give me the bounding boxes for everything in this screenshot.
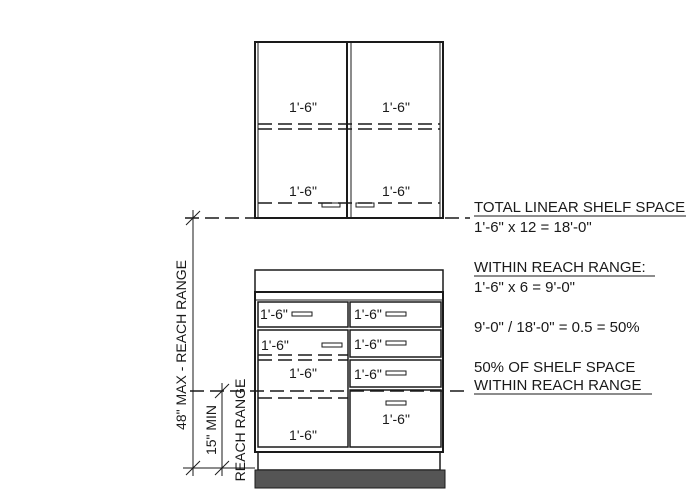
right-door-handle [355, 202, 375, 208]
right-drawer-1-label: 1'-6" [354, 306, 382, 322]
min-reach-tick-bottom [214, 460, 230, 476]
total-shelf-title: TOTAL LINEAR SHELF SPACE [474, 199, 685, 216]
upper-cabinet-frame [254, 41, 444, 219]
min-reach-label-top: 15" MIN [203, 405, 219, 455]
left-door [257, 329, 349, 448]
summary-line-1: 50% OF SHELF SPACE [474, 359, 635, 376]
upper-cabinet: 1'-6" 1'-6" 1'-6" 1'-6" [254, 41, 444, 219]
countertop [254, 269, 444, 293]
right-door-label: 1'-6" [382, 411, 410, 427]
left-door-handle [321, 202, 341, 208]
toe-kick [257, 451, 441, 471]
floor-base [254, 469, 446, 489]
right-drawer-3-handle [385, 370, 407, 376]
max-reach-label: 48" MAX - REACH RANGE [173, 260, 189, 430]
left-drawer-1-label: 1'-6" [260, 306, 288, 322]
right-door-handle-base [385, 400, 407, 406]
min-reach-tick-top [214, 383, 230, 399]
upper-left-shelf-label: 1'-6" [289, 99, 317, 115]
upper-right-shelf-label: 1'-6" [382, 99, 410, 115]
lower-right-shelf-label: 1'-6" [382, 183, 410, 199]
total-shelf-calc: 1'-6" x 12 = 18'-0" [474, 219, 592, 236]
right-drawer-3-label: 1'-6" [354, 366, 382, 382]
right-drawer-1-handle [385, 311, 407, 317]
ratio-calc: 9'-0" / 18'-0" = 0.5 = 50% [474, 319, 640, 336]
within-reach-title: WITHIN REACH RANGE: [474, 259, 646, 276]
right-drawer-3 [349, 359, 442, 388]
left-drawer-2-label: 1'-6" [261, 337, 289, 353]
summary-line-2: WITHIN REACH RANGE [474, 377, 642, 394]
right-drawer-1 [349, 301, 442, 328]
lower-left-shelf-label: 1'-6" [289, 183, 317, 199]
within-reach-calc: 1'-6" x 6 = 9'-0" [474, 279, 575, 296]
right-drawer-2 [349, 329, 442, 358]
left-drawer-1-handle [291, 311, 313, 317]
base-cabinet: 1'-6" 1'-6" 1'-6" 1'-6" 1'-6" 1'-6" 1'-6… [254, 269, 446, 489]
left-door-handle-base [321, 342, 343, 348]
left-shelf-mid-label: 1'-6" [289, 365, 317, 381]
min-reach-label-bottom: REACH RANGE [232, 379, 248, 482]
max-reach-dimension: 48" MAX - REACH RANGE [173, 210, 255, 476]
right-door [349, 389, 442, 448]
left-shelf-low-label: 1'-6" [289, 427, 317, 443]
right-drawer-2-handle [385, 340, 407, 346]
max-reach-tick-top [185, 210, 201, 226]
right-drawer-2-label: 1'-6" [354, 336, 382, 352]
left-drawer-1 [257, 301, 349, 328]
min-reach-dimension: 15" MIN REACH RANGE [203, 379, 248, 482]
calculation-notes: TOTAL LINEAR SHELF SPACE 1'-6" x 12 = 18… [474, 199, 686, 395]
